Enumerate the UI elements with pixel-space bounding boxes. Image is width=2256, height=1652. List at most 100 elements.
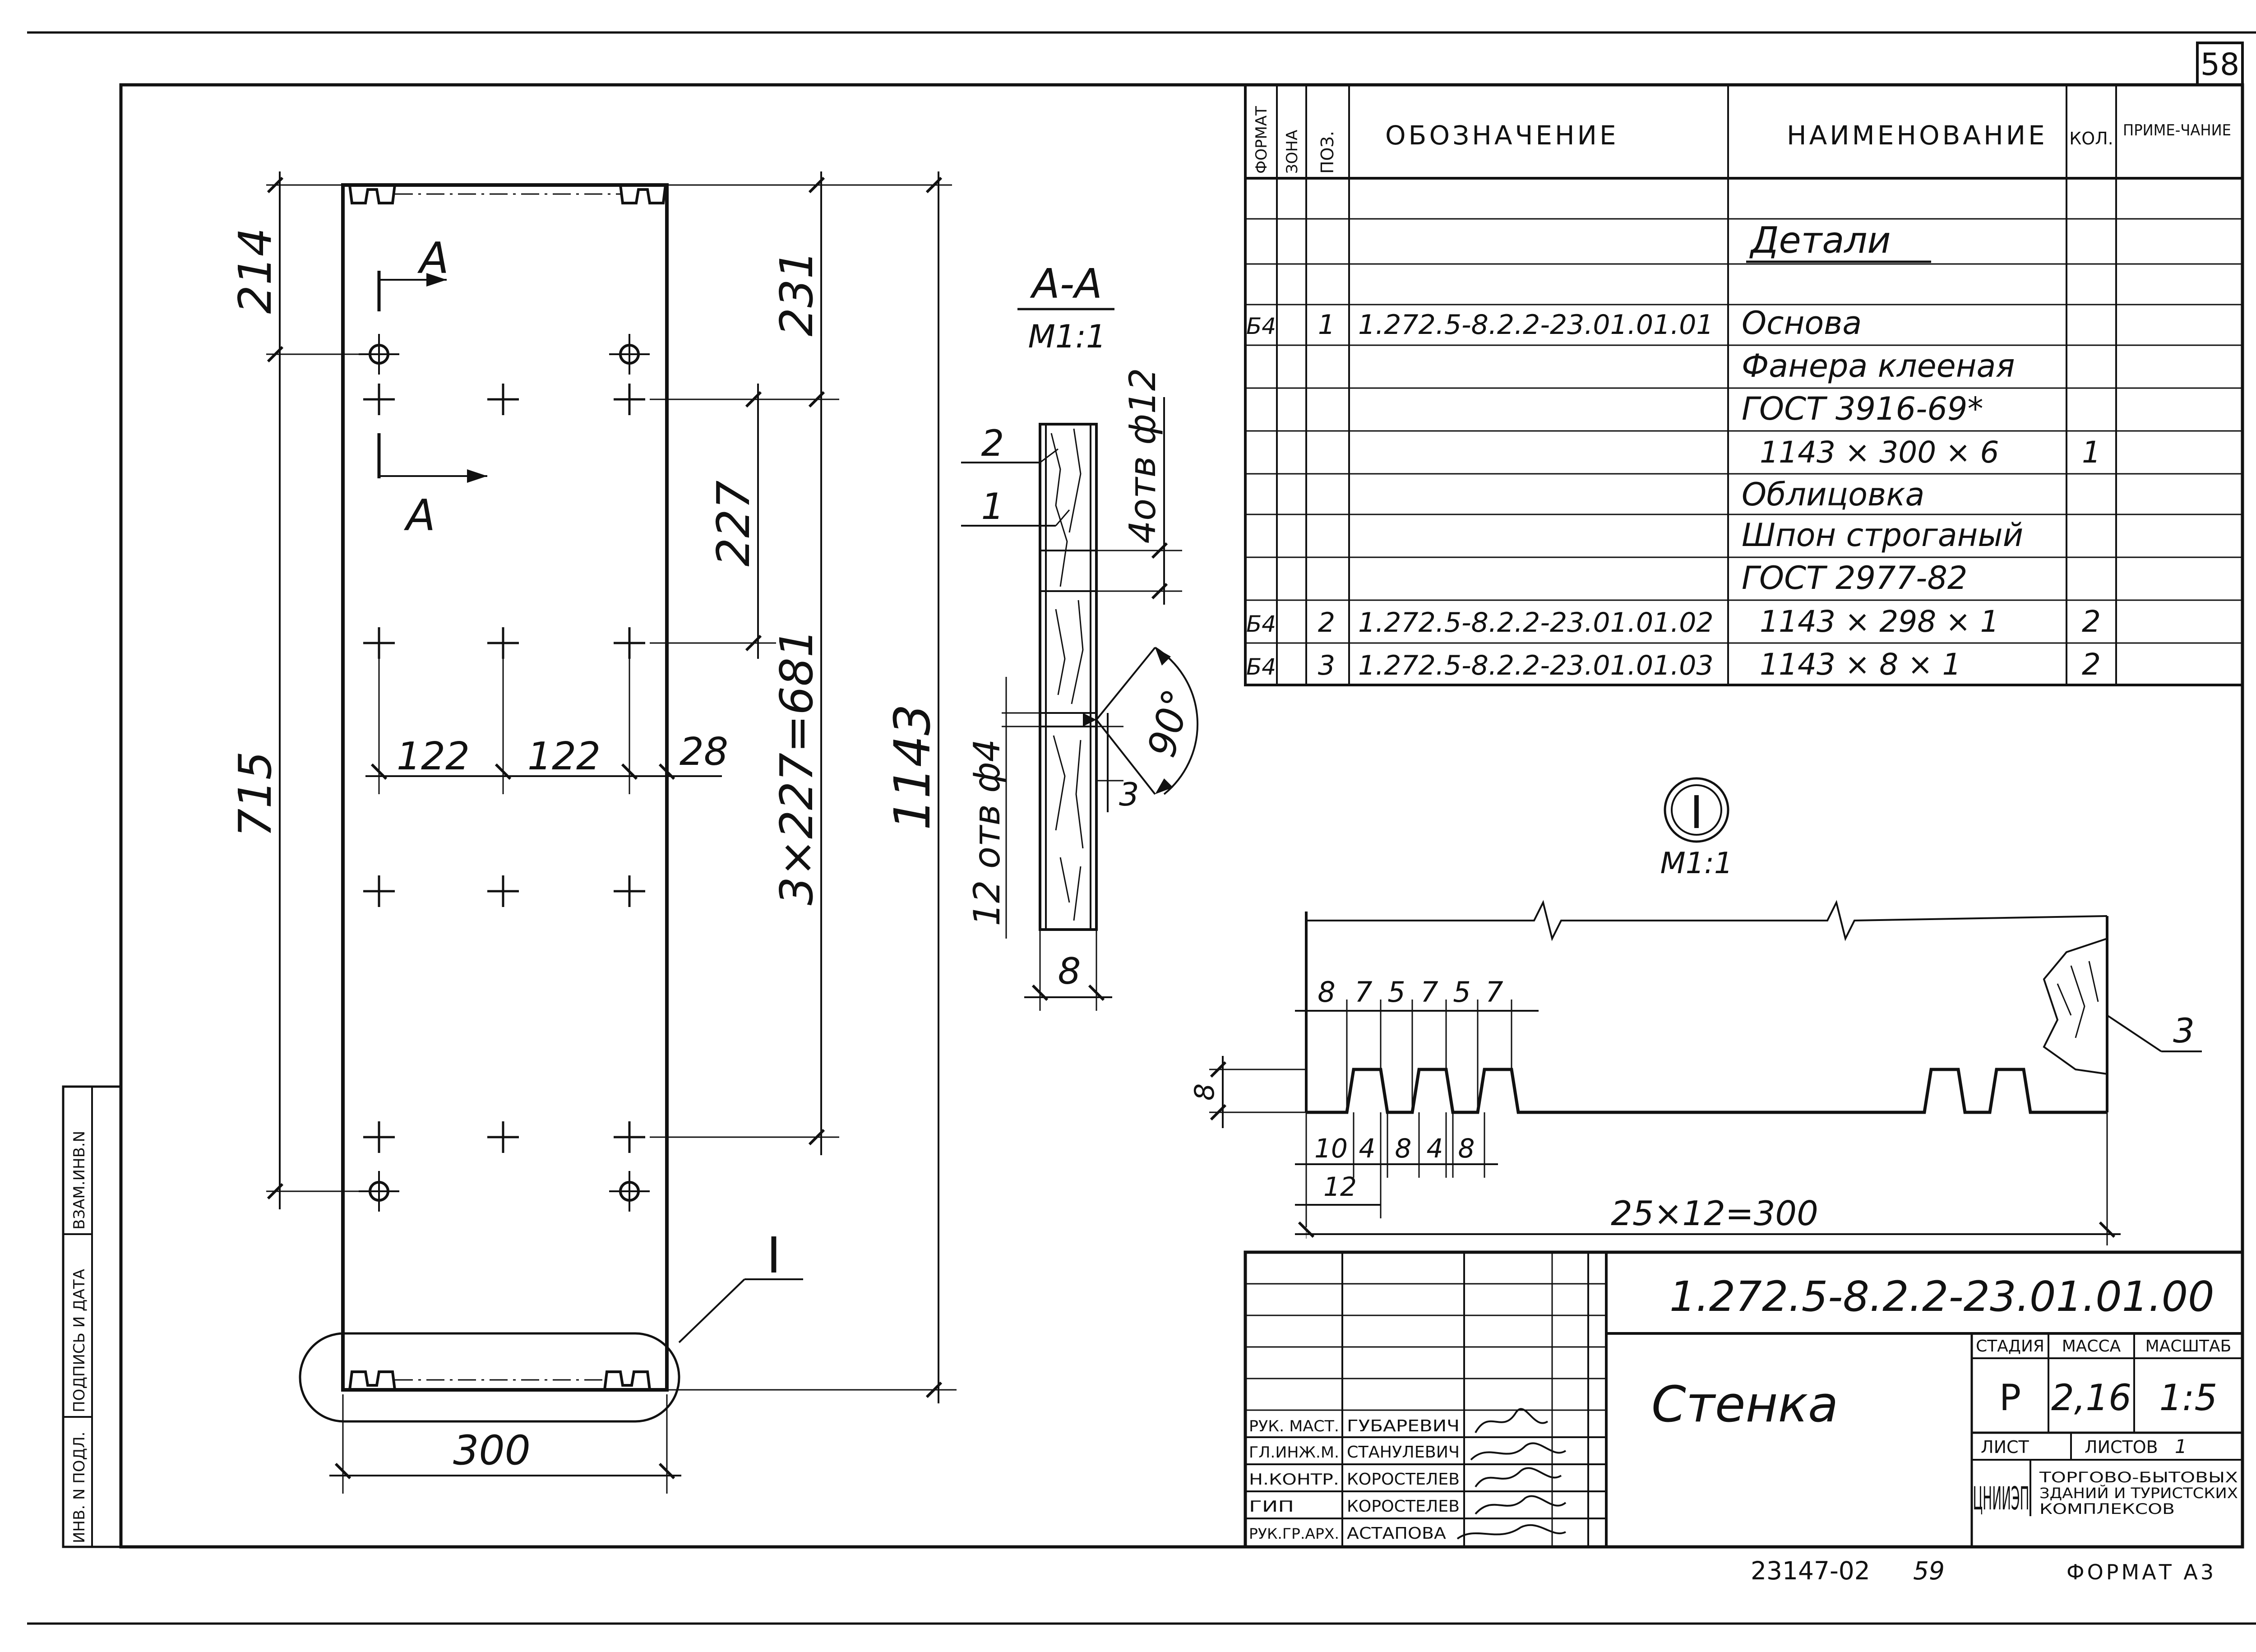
spec-row: ГОСТ 2977-82 <box>1742 560 1967 597</box>
svg-text:РУК. МАСТ.: РУК. МАСТ. <box>1249 1417 1339 1435</box>
label-pos-1: 1 <box>981 486 1004 528</box>
svg-text:8: 8 <box>1318 976 1335 1009</box>
value-mass: 2,16 <box>2051 1377 2131 1419</box>
svg-text:А: А <box>417 234 449 283</box>
sheet-number: 58 <box>2201 47 2240 83</box>
section-aa: А-А М1:1 4отв ф12 90° 3 2 <box>961 260 1200 1011</box>
title-block: 1.272.5-8.2.2-23.01.01.00 Стенка СТАДИЯ … <box>1244 1250 2244 1549</box>
spec-row: Фанера клееная <box>1742 347 2015 384</box>
svg-text:1.272.5-8.2.2-23.01.01.01: 1.272.5-8.2.2-23.01.01.01 <box>1358 309 1714 341</box>
dim-231: 231 <box>770 250 823 337</box>
dim-715: 715 <box>229 751 282 838</box>
label-sheets: ЛИСТОВ <box>2085 1437 2158 1457</box>
label-stage: СТАДИЯ <box>1976 1337 2044 1356</box>
label-scale: МАСШТАБ <box>2145 1337 2232 1356</box>
side-stamp-sign: ПОДПИСЬ И ДАТА <box>70 1269 88 1412</box>
section-details: Детали <box>1749 219 1891 261</box>
svg-text:КОРОСТЕЛЕВ: КОРОСТЕЛЕВ <box>1347 1470 1460 1489</box>
detail-label-3: 3 <box>2173 1011 2195 1050</box>
main-view: А А 214 715 <box>229 171 957 1494</box>
svg-text:Фанера клееная: Фанера клееная <box>1742 347 2015 384</box>
detail-mark: I <box>1690 786 1703 839</box>
spec-row: Б4 2 1.272.5-8.2.2-23.01.01.02 1143 × 29… <box>1246 604 2101 639</box>
side-stamp-inv: ИНВ. N ПОДЛ. <box>70 1432 88 1543</box>
page-number: 59 <box>1913 1556 1945 1585</box>
detail-scale: М1:1 <box>1660 847 1733 880</box>
header-pos: ПОЗ. <box>1318 131 1337 174</box>
section-aa-title: А-А <box>1030 260 1102 308</box>
svg-text:1: 1 <box>2082 435 2101 470</box>
svg-text:5: 5 <box>1387 976 1405 1009</box>
signer-row: РУК.ГР.АРХ. АСТАПОВА <box>1249 1524 1446 1543</box>
svg-text:ГЛ.ИНЖ.М.: ГЛ.ИНЖ.М. <box>1249 1444 1339 1462</box>
header-format: ФОРМАТ <box>1253 106 1271 174</box>
svg-text:2: 2 <box>1318 607 1335 639</box>
org-desc-3: КОМПЛЕКСОВ <box>2039 1500 2175 1518</box>
spec-row: Облицовка <box>1742 476 1924 513</box>
header-zone: ЗОНА <box>1283 130 1301 174</box>
svg-text:8: 8 <box>1458 1133 1475 1164</box>
svg-text:ГОСТ 3916-69*: ГОСТ 3916-69* <box>1742 390 1983 427</box>
signer-row: РУК. МАСТ. ГУБАРЕВИЧ <box>1249 1417 1460 1435</box>
svg-text:3: 3 <box>1318 650 1335 681</box>
dim-left: 214 715 <box>229 171 370 1209</box>
dim-227: 227 <box>707 481 760 567</box>
svg-text:Б4: Б4 <box>1246 611 1276 637</box>
detail-i: I М1:1 3 8 8 7 5 7 5 <box>1189 777 2202 1245</box>
signer-row: Н.КОНТР. КОРОСТЕЛЕВ <box>1249 1470 1460 1489</box>
svg-text:2: 2 <box>2082 604 2101 639</box>
org-desc-2: ЗДАНИЙ И ТУРИСТСКИХ <box>2039 1485 2238 1502</box>
spec-table: ФОРМАТ ЗОНА ПОЗ. ОБОЗНАЧЕНИЕ НАИМЕНОВАНИ… <box>1244 83 2244 686</box>
side-stamp: ИНВ. N ПОДЛ. ПОДПИСЬ И ДАТА ВЗАМ.ИНВ.N <box>62 1085 122 1548</box>
angle-90: 90° <box>1139 685 1200 762</box>
detail-bottom-dims: 10 4 8 4 8 <box>1314 1133 1475 1164</box>
svg-text:2: 2 <box>2082 647 2101 682</box>
dim-3x227: 3×227=681 <box>770 629 823 906</box>
svg-text:Шпон строганый: Шпон строганый <box>1742 517 2023 554</box>
spec-row: Б4 1 1.272.5-8.2.2-23.01.01.01 Основа <box>1246 305 1862 342</box>
svg-text:СТАНУЛЕВИЧ: СТАНУЛЕВИЧ <box>1347 1443 1460 1462</box>
hole-d12 <box>609 334 650 375</box>
spec-row: Шпон строганый <box>1742 517 2023 554</box>
dim-300: 300 <box>453 1427 531 1474</box>
signer-row: ГЛ.ИНЖ.М. СТАНУЛЕВИЧ <box>1249 1443 1460 1462</box>
header-designation: ОБОЗНАЧЕНИЕ <box>1385 120 1619 151</box>
svg-text:7: 7 <box>1420 976 1438 1009</box>
title-code: 1.272.5-8.2.2-23.01.01.00 <box>1669 1273 2214 1321</box>
signer-row: ГИП КОРОСТЕЛЕВ <box>1249 1497 1460 1516</box>
dim-122-right: 122 <box>527 734 601 779</box>
spec-row: ГОСТ 3916-69* <box>1742 390 1983 427</box>
svg-text:I: I <box>767 1226 781 1284</box>
detail-dim-8: 8 <box>1189 1083 1220 1101</box>
svg-text:7: 7 <box>1485 976 1503 1009</box>
detail-dim-12: 12 <box>1323 1171 1357 1202</box>
header-qty: КОЛ. <box>2069 129 2113 148</box>
svg-text:Б4: Б4 <box>1246 313 1276 339</box>
section-mark-a: А А <box>377 234 487 541</box>
org-logo: ЦНИИЭП <box>1973 1480 2029 1517</box>
dim-right: 231 227 3×227=681 1143 <box>650 171 957 1403</box>
dim-28: 28 <box>680 730 728 774</box>
svg-text:Б4: Б4 <box>1246 654 1276 680</box>
svg-text:ГИП: ГИП <box>1249 1498 1294 1516</box>
spec-row: Б4 3 1.272.5-8.2.2-23.01.01.03 1143 × 8 … <box>1246 647 2101 682</box>
footer: 23147-02 59 ФОРМАТ А3 <box>1751 1556 2214 1585</box>
svg-text:8: 8 <box>1395 1133 1412 1164</box>
label-sheet: ЛИСТ <box>1981 1437 2029 1457</box>
dim-1143: 1143 <box>883 704 941 830</box>
label-pos-2: 2 <box>981 422 1004 464</box>
callout-i: I <box>299 1226 803 1423</box>
dim-bottom-300: 300 <box>329 1394 681 1494</box>
svg-text:4: 4 <box>1359 1133 1376 1164</box>
value-stage: Р <box>1999 1377 2021 1419</box>
svg-text:РУК.ГР.АРХ.: РУК.ГР.АРХ. <box>1249 1525 1339 1542</box>
org-desc-1: ТОРГОВО-БЫТОВЫХ <box>2039 1469 2238 1486</box>
svg-text:ГУБАРЕВИЧ: ГУБАРЕВИЧ <box>1347 1417 1460 1435</box>
detail-total: 25×12=300 <box>1611 1194 1818 1233</box>
svg-text:1143 × 298 × 1: 1143 × 298 × 1 <box>1760 604 1999 639</box>
header-note: ПРИМЕ-ЧАНИЕ <box>2123 121 2231 139</box>
label-4-holes-d12: 4отв ф12 <box>1122 368 1164 543</box>
hole-d12 <box>609 1171 650 1212</box>
svg-text:АСТАПОВА: АСТАПОВА <box>1347 1524 1446 1543</box>
